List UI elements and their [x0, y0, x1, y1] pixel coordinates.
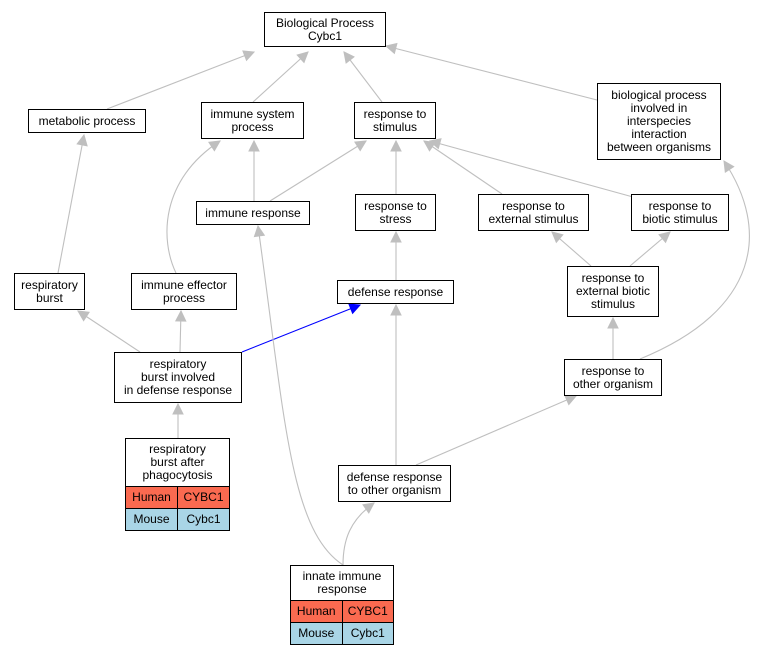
node-metabolic-process[interactable]: metabolic process	[28, 109, 146, 133]
node-response-to-stress[interactable]: response to stress	[355, 194, 436, 231]
node-response-other-organism[interactable]: response to other organism	[564, 359, 662, 396]
edge-defense-child	[241, 304, 361, 353]
ortholog-row-mouse: Mouse Cybc1	[126, 508, 229, 530]
node-label: Biological Process Cybc1	[275, 15, 375, 43]
edge-root-immune-system	[252, 51, 309, 103]
node-label: response to other organism	[572, 363, 654, 391]
node-label: respiratory burst involved in defense re…	[123, 357, 233, 397]
edge-stimulus-immune-response	[269, 140, 367, 202]
node-label: immune response	[205, 205, 301, 220]
node-innate-immune-response[interactable]: innate immune response Human CYBC1 Mouse…	[290, 565, 394, 645]
arrowhead-defense-defense-other	[390, 303, 402, 316]
edge-root-interspecies	[385, 45, 598, 101]
node-label: biological process involved in interspec…	[606, 88, 712, 154]
arrowhead-defense-child	[348, 303, 362, 315]
node-defense-other-organism[interactable]: defense response to other organism	[338, 465, 451, 502]
edge-other-organism-defense-other	[415, 395, 577, 466]
arrowhead-interspecies-other-organism	[723, 160, 735, 173]
arrowhead-stimulus-biotic	[428, 138, 442, 150]
node-response-to-stimulus[interactable]: response to stimulus	[354, 102, 436, 139]
node-root[interactable]: Biological Process Cybc1	[264, 12, 386, 47]
edge-interspecies-other-organism	[639, 160, 750, 360]
edge-respiratory-burst-child	[77, 310, 141, 353]
edge-root-metabolic	[106, 51, 255, 110]
gene-cell[interactable]: Cybc1	[341, 623, 394, 644]
arrowhead-external-external-biotic	[551, 231, 564, 244]
arrowhead-metabolic-respiratory-burst	[76, 133, 88, 147]
node-response-biotic-stimulus[interactable]: response to biotic stimulus	[631, 194, 729, 231]
arrowhead-defense-other-innate	[362, 502, 375, 514]
species-cell: Human	[132, 490, 171, 504]
node-label: response to external stimulus	[488, 198, 579, 226]
node-interspecies-interaction[interactable]: biological process involved in interspec…	[597, 83, 721, 160]
arrowhead-stress-defense	[390, 230, 402, 243]
node-label: response to external biotic stimulus	[575, 271, 651, 311]
node-label: immune effector process	[141, 277, 227, 305]
gene-cell[interactable]: CYBC1	[177, 487, 229, 508]
edge-stimulus-biotic	[429, 140, 634, 198]
species-cell: Mouse	[133, 512, 170, 526]
arrowhead-stimulus-immune-response	[354, 140, 367, 152]
ortholog-row-human: Human CYBC1	[126, 486, 229, 508]
arrowhead-immune-response-innate	[253, 224, 266, 238]
arrowhead-immune-system-effector	[208, 140, 221, 152]
arrowhead-external-biotic-other-organism	[607, 316, 619, 329]
node-label: defense response	[347, 284, 444, 299]
node-label: respiratory burst after phagocytosis	[142, 442, 213, 482]
node-immune-response[interactable]: immune response	[196, 201, 310, 225]
edge-metabolic-respiratory-burst	[57, 134, 85, 274]
gene-cell[interactable]: CYBC1	[341, 601, 394, 622]
arrowhead-child-phagocytosis	[172, 402, 184, 415]
node-label: response to stimulus	[363, 106, 427, 134]
arrowhead-other-organism-defense-other	[564, 394, 578, 406]
arrowhead-stimulus-stress	[390, 139, 402, 152]
node-label: immune system process	[210, 106, 295, 134]
node-response-external-stimulus[interactable]: response to external stimulus	[478, 194, 589, 231]
edge-immune-response-innate	[257, 225, 344, 566]
node-immune-system-process[interactable]: immune system process	[201, 102, 304, 139]
arrowhead-root-stimulus	[343, 51, 355, 64]
arrowhead-effector-child	[174, 309, 187, 322]
node-response-external-biotic[interactable]: response to external biotic stimulus	[567, 266, 659, 317]
arrowhead-root-immune-system	[296, 51, 309, 64]
arrowhead-immune-system-immune-response	[248, 139, 260, 152]
species-cell: Human	[296, 604, 336, 618]
arrowhead-root-metabolic	[242, 50, 256, 62]
gene-cell[interactable]: Cybc1	[177, 509, 229, 530]
node-label: innate immune response	[302, 569, 382, 596]
arrowhead-biotic-external-biotic	[658, 231, 671, 244]
node-label: response to biotic stimulus	[642, 198, 718, 226]
arrowhead-root-interspecies	[384, 42, 398, 55]
edge-immune-system-effector	[166, 140, 221, 274]
node-label: metabolic process	[38, 113, 136, 128]
node-label: defense response to other organism	[346, 469, 443, 497]
arrowhead-respiratory-burst-child	[77, 310, 90, 322]
species-cell: Mouse	[298, 626, 335, 640]
node-resp-burst-defense[interactable]: respiratory burst involved in defense re…	[114, 352, 242, 403]
node-label: response to stress	[364, 198, 427, 226]
node-label: respiratory burst	[21, 277, 78, 305]
node-resp-burst-phagocytosis[interactable]: respiratory burst after phagocytosis Hum…	[125, 438, 230, 531]
node-defense-response[interactable]: defense response	[337, 280, 454, 304]
node-respiratory-burst[interactable]: respiratory burst	[14, 273, 85, 310]
edge-stimulus-external	[423, 140, 503, 195]
ortholog-row-mouse: Mouse Cybc1	[291, 622, 393, 644]
node-immune-effector-process[interactable]: immune effector process	[131, 273, 237, 310]
ortholog-row-human: Human CYBC1	[291, 600, 393, 622]
